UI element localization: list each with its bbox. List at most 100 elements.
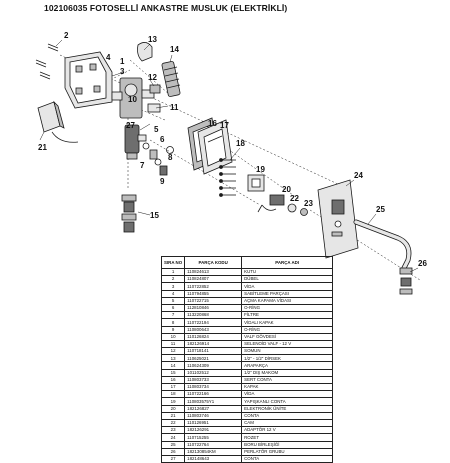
cell-code: 110722764 <box>184 440 243 449</box>
callout-2: 2 <box>64 31 69 40</box>
cell-name: ADAPTÖR 12 V <box>241 426 334 435</box>
callout-10: 10 <box>128 95 137 104</box>
cell-name: AÇMA KAPAMA VİDASI <box>241 296 334 305</box>
cell-no: 21 <box>160 411 186 420</box>
part-20-electronic-unit <box>257 194 285 213</box>
callout-14: 14 <box>170 45 179 54</box>
callout-13: 13 <box>148 35 157 44</box>
cell-code: 110722166 <box>184 390 243 399</box>
cell-no: 7 <box>160 311 186 320</box>
cell-name: CONTA <box>241 411 334 420</box>
cell-code: 182126914 <box>184 339 243 349</box>
parts-table-header: SIRA NO PARÇA KODU PARÇA ADI <box>160 256 334 269</box>
cell-name: O-RİNG <box>241 303 334 313</box>
callout-21: 21 <box>38 143 47 152</box>
cell-name: FİLTRE <box>241 311 334 320</box>
cell-code: 110722194 <box>184 318 243 327</box>
part-2-dowels <box>35 43 59 80</box>
cell-no: 19 <box>160 397 186 406</box>
cell-code: 110803733 <box>184 375 243 385</box>
cell-no: 4 <box>160 289 186 298</box>
part-21-adapter <box>37 100 79 143</box>
cell-name: VİDALI KAPAK <box>241 318 334 327</box>
cell-no: 14 <box>160 361 186 370</box>
cell-no: 22 <box>160 418 186 428</box>
cell-code: 182148643 <box>184 454 243 463</box>
callout-19: 19 <box>256 165 265 174</box>
part-11-solenoid-valve <box>124 124 140 160</box>
cell-no: 6 <box>160 303 186 313</box>
cell-name: ROZET <box>241 433 334 442</box>
cell-code: 110803575Y1 <box>184 397 243 406</box>
cell-no: 23 <box>160 426 186 435</box>
cell-no: 16 <box>160 375 186 385</box>
part-15-fittings <box>121 194 137 233</box>
cell-name: ELEKTRONİK ÜNİTE <box>241 404 334 413</box>
cell-no: 24 <box>160 433 186 442</box>
callout-22: 22 <box>290 194 299 203</box>
cell-code: 110126951 <box>184 418 243 428</box>
cell-code: 101102512 <box>184 368 243 377</box>
diagram-title: 102106035 FOTOSELLİ ANKASTRE MUSLUK (ELE… <box>44 3 288 13</box>
parts-5-to-9-seals <box>137 134 174 176</box>
cell-no: 2 <box>160 275 186 284</box>
callout-4: 4 <box>106 53 111 62</box>
cell-no: 17 <box>160 382 186 392</box>
callout-leader-lines <box>39 39 419 273</box>
cell-no: 12 <box>160 347 186 356</box>
part-12-nut <box>147 84 161 113</box>
cell-name: SOMUN <box>241 347 334 356</box>
cell-code: 110803734 <box>184 382 243 392</box>
cell-no: 10 <box>160 332 186 341</box>
part-14-nipple <box>161 61 181 97</box>
cell-code: 110824807 <box>184 275 243 284</box>
cell-name: 1/2" DIŞ MAKOM <box>241 368 334 377</box>
cell-name: VİDA <box>241 282 334 291</box>
cell-code: 110722715 <box>184 296 243 305</box>
callout-15: 15 <box>150 211 159 220</box>
cell-no: 3 <box>160 282 186 291</box>
part-13-elbow <box>137 42 153 62</box>
callout-6: 6 <box>160 135 165 144</box>
cell-name: DÜBEL <box>241 275 334 284</box>
cell-name: SABİTLEME PARÇASI <box>241 289 334 298</box>
callout-17: 17 <box>220 121 229 130</box>
part-24-rosette <box>317 179 359 259</box>
callout-26: 26 <box>418 259 427 268</box>
cell-name: BORU BİRLEŞİĞİ <box>241 440 334 449</box>
cell-no: 15 <box>160 368 186 377</box>
callout-25: 25 <box>376 205 385 214</box>
cell-no: 9 <box>160 325 186 334</box>
callout-1: 1 <box>120 57 125 66</box>
cell-name: YAPIŞKANLI CONTA <box>241 397 334 406</box>
callout-3: 3 <box>120 67 125 76</box>
cell-code: 182126827 <box>184 404 243 413</box>
callout-24: 24 <box>354 171 363 180</box>
assembly-axis-lines <box>59 54 421 281</box>
cell-code: 182126291 <box>184 426 243 435</box>
cell-name: PERLATÖR GRUBU <box>241 447 334 456</box>
cell-code: 182130854KM <box>184 447 243 456</box>
